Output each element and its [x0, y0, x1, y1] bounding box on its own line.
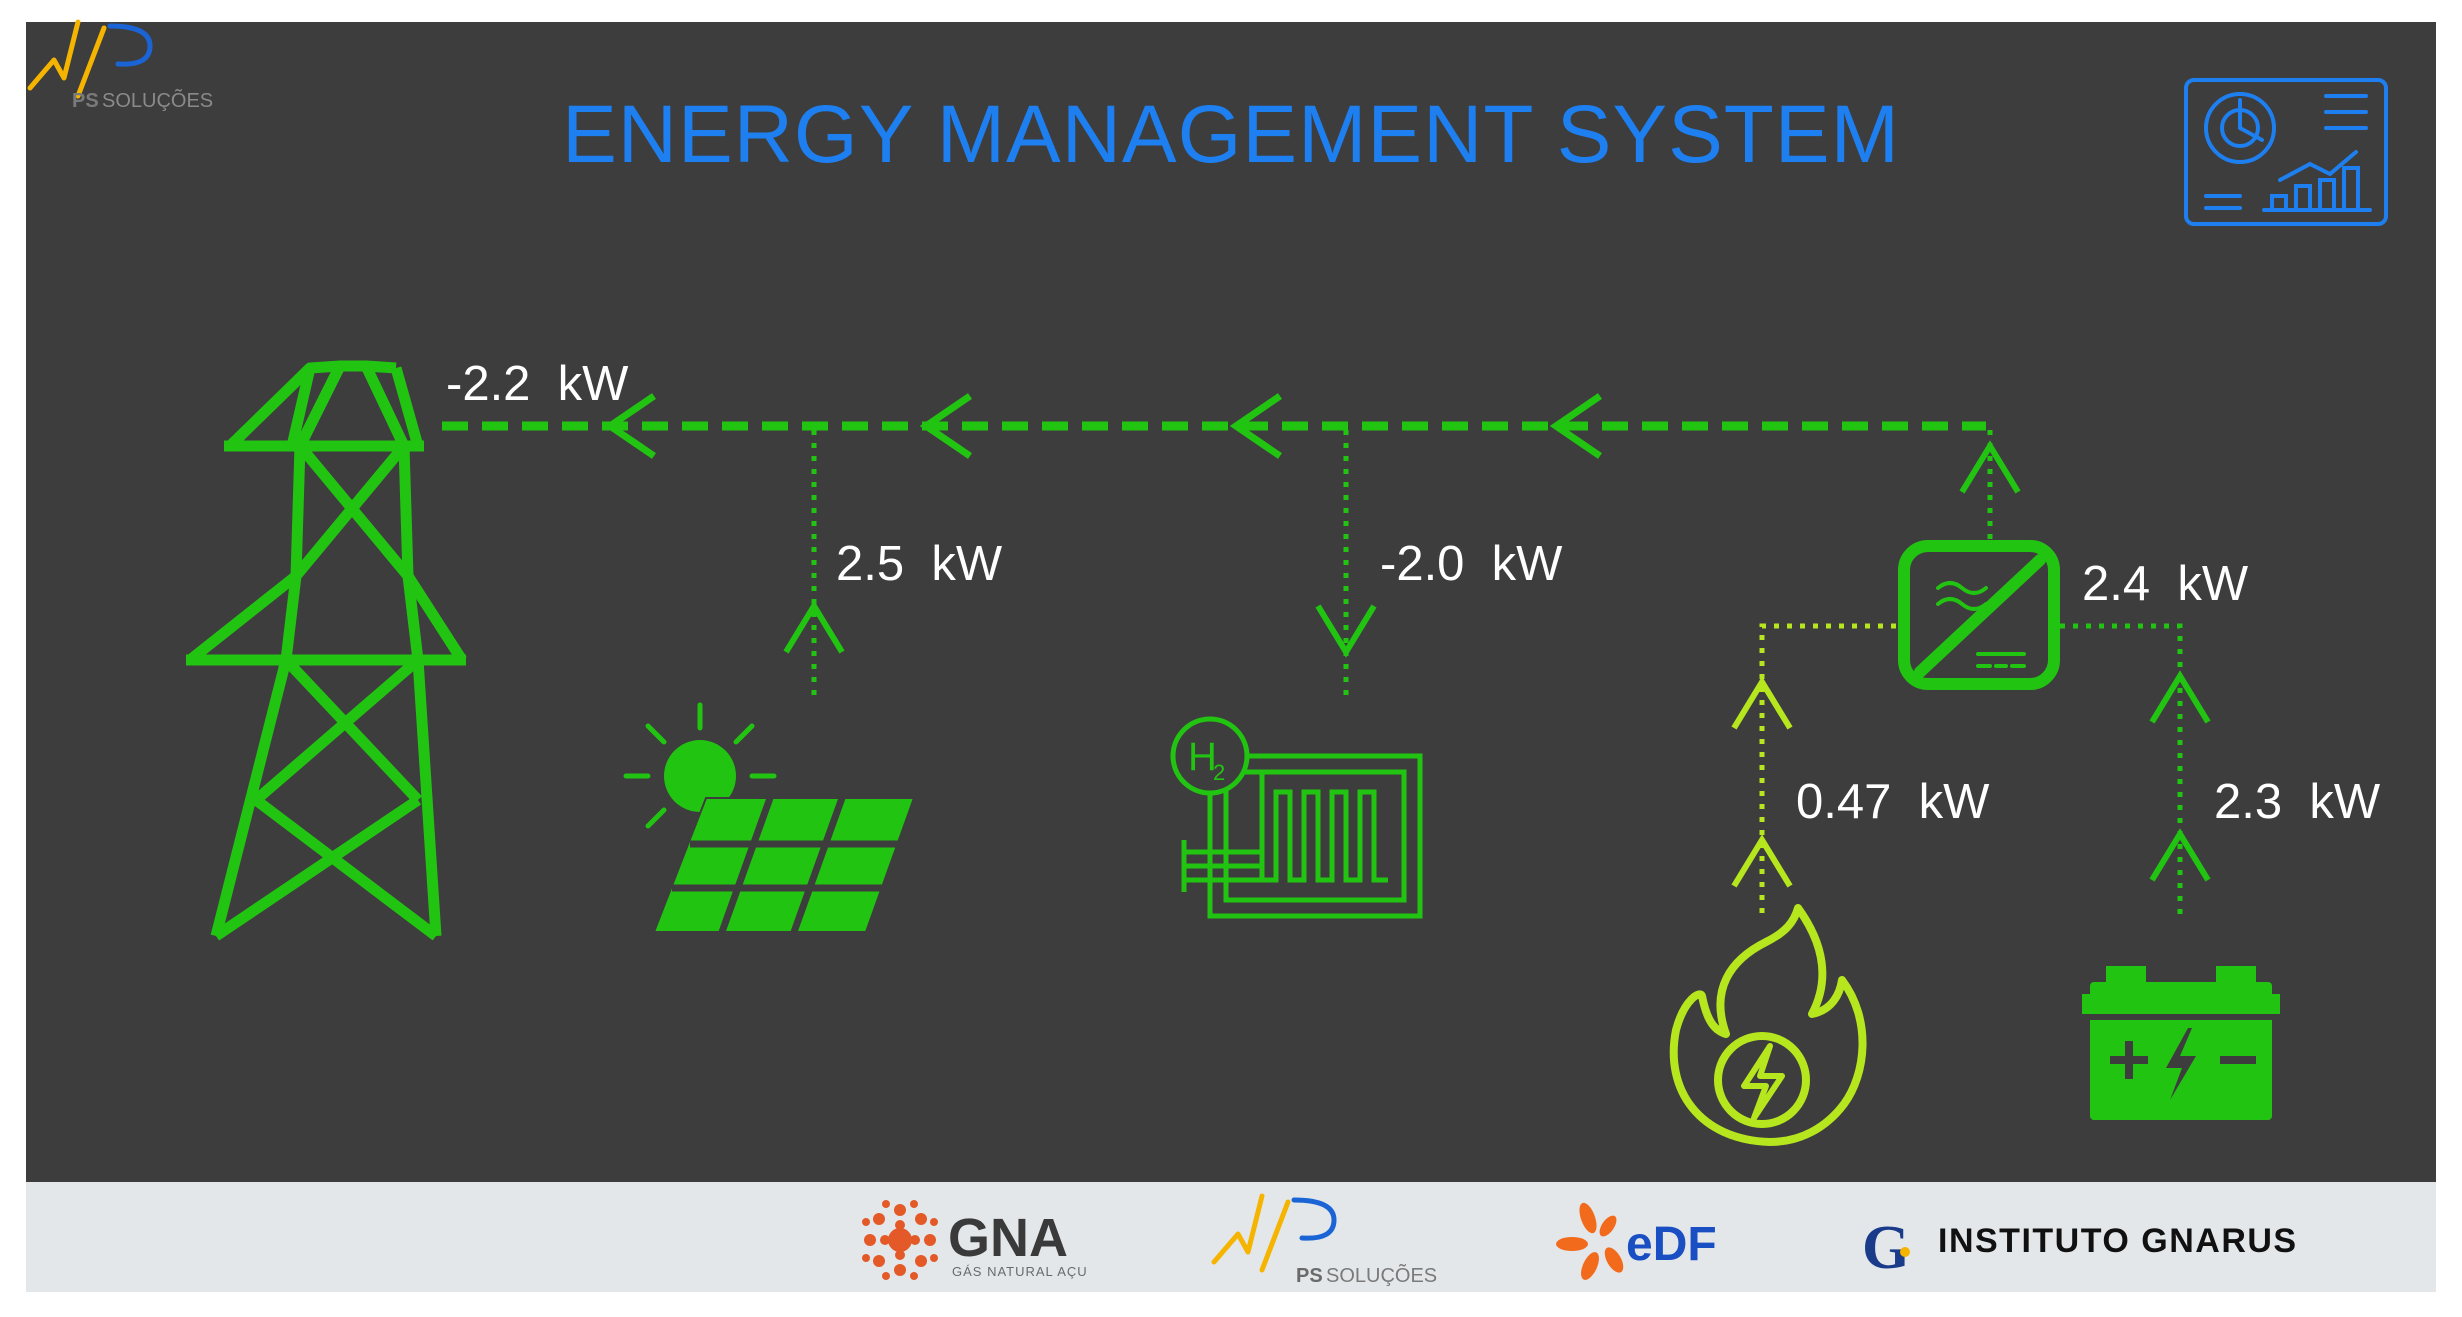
- electrolyzer-power-label: -2.0 kW: [1380, 537, 1563, 591]
- h2-subscript: 2: [1213, 760, 1225, 785]
- edf-flower-icon: [1556, 1202, 1624, 1280]
- inverter-power-label: 2.4 kW: [2082, 557, 2249, 611]
- brand-prefix: PS: [72, 90, 99, 112]
- fire-generator-icon: [1669, 904, 1867, 1146]
- generator-feed-line: [1731, 623, 1896, 920]
- hydrogen-electrolyzer-icon: [1170, 716, 1423, 919]
- solar-feed-line: [783, 430, 845, 695]
- sponsor-footer: [26, 1182, 2436, 1292]
- footer-ps-suffix: SOLUÇÕES: [1326, 1263, 1437, 1287]
- bus-arrow-3: [1229, 393, 1282, 459]
- electrolyzer-feed-line: [1315, 430, 1377, 695]
- inverter-feed-line: [1959, 430, 2021, 540]
- grid-power-label: -2.2 kW: [446, 357, 629, 411]
- ps-brand-logo: PS SOLUÇÕES: [27, 19, 213, 112]
- footer-ps-prefix: PS: [1296, 1265, 1323, 1287]
- grid-bus-line: [442, 393, 1986, 459]
- solar-power-label: 2.5 kW: [836, 537, 1003, 591]
- inverter-icon: [1898, 540, 2060, 690]
- h2-symbol: H: [1188, 735, 1217, 779]
- edf-name: eDF: [1626, 1218, 1717, 1271]
- generator-power-label: 0.47 kW: [1796, 775, 1990, 829]
- gna-tagline: GÁS NATURAL AÇU: [952, 1264, 1088, 1279]
- page-title: ENERGY MANAGEMENT SYSTEM: [562, 89, 1900, 180]
- bus-arrow-1: [603, 393, 656, 459]
- brand-suffix: SOLUÇÕES: [102, 88, 213, 112]
- instituto-gnarus-logo: G INSTITUTO GNARUS: [1862, 1214, 2298, 1282]
- battery-power-label: 2.3 kW: [2214, 775, 2381, 829]
- solar-panel-icon: [623, 702, 916, 934]
- dashboard-icon[interactable]: [2184, 78, 2388, 226]
- bus-arrow-2: [919, 393, 972, 459]
- battery-icon: [2082, 966, 2280, 1120]
- ps-solucoes-footer-logo: PS SOLUÇÕES: [1211, 1193, 1437, 1287]
- transmission-tower-icon: [186, 360, 467, 941]
- gna-name: GNA: [948, 1208, 1068, 1268]
- battery-feed-line: [2060, 623, 2211, 920]
- gnarus-name: INSTITUTO GNARUS: [1938, 1222, 2298, 1260]
- edf-logo: eDF: [1556, 1202, 1717, 1280]
- gna-sunburst-icon: [862, 1200, 938, 1280]
- gna-logo: GNA GÁS NATURAL AÇU: [862, 1200, 1088, 1280]
- bus-arrow-4: [1549, 393, 1602, 459]
